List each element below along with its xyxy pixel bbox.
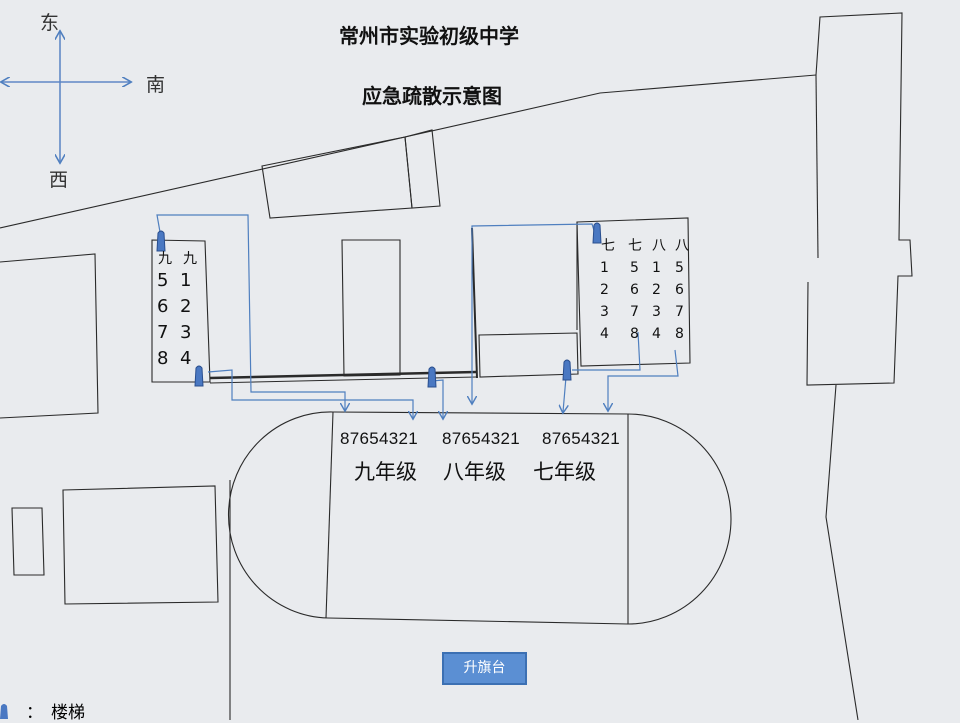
legend: ： 楼梯	[0, 698, 85, 723]
compass-south-label: 西	[49, 169, 69, 191]
seventh-classes-col1: 1 2 3 4	[600, 257, 609, 345]
eighth-header-2: 八	[675, 238, 689, 254]
eighth-classes-col3: 1 2 3 4	[652, 257, 661, 345]
seventh-header-1: 七	[601, 238, 615, 254]
class-number: 4	[652, 326, 661, 342]
flag-platform: 升旗台	[442, 652, 527, 685]
ninth-classes-right: 1 2 3 4	[180, 268, 191, 372]
class-number: 7	[675, 304, 684, 320]
page-subtitle: 应急疏散示意图	[362, 84, 502, 108]
class-number: 1	[600, 260, 609, 276]
ninth-header-right: 九	[183, 251, 197, 267]
class-number: 4	[600, 326, 609, 342]
class-number: 5	[157, 270, 169, 291]
stair-markers	[156, 222, 602, 388]
building-outlines	[0, 12, 913, 720]
class-number: 3	[180, 322, 192, 343]
class-number: 1	[652, 260, 661, 276]
compass-east-label: 南	[146, 74, 166, 96]
seventh-classes-col2: 5 6 7 8	[630, 257, 639, 345]
eighth-grade-label: 八年级	[443, 460, 506, 484]
ninth-assembly-sequence: 87654321	[340, 429, 419, 448]
legend-label: 楼梯	[51, 703, 85, 723]
eighth-assembly-sequence: 87654321	[442, 429, 521, 448]
class-number: 3	[600, 304, 609, 320]
legend-separator: ：	[26, 703, 43, 723]
ninth-grade-label: 九年级	[354, 460, 417, 484]
ninth-classes-left: 5 6 7 8	[157, 268, 168, 372]
class-number: 6	[675, 282, 684, 298]
class-number: 8	[630, 326, 639, 342]
class-number: 6	[157, 296, 169, 317]
compass-lines	[2, 32, 130, 162]
class-number: 8	[675, 326, 684, 342]
class-number: 3	[652, 304, 661, 320]
stair-marker-icon	[0, 703, 8, 719]
class-number: 4	[180, 348, 192, 369]
class-number: 1	[180, 270, 192, 291]
class-number: 5	[630, 260, 639, 276]
class-number: 7	[630, 304, 639, 320]
evacuation-routes	[156, 214, 679, 418]
class-number: 2	[180, 296, 192, 317]
class-number: 5	[675, 260, 684, 276]
class-number: 2	[600, 282, 609, 298]
seventh-header-2: 七	[628, 238, 642, 254]
class-number: 8	[157, 348, 169, 369]
class-number: 2	[652, 282, 661, 298]
eighth-header-1: 八	[652, 238, 666, 254]
class-number: 6	[630, 282, 639, 298]
seventh-grade-label: 七年级	[533, 460, 596, 484]
ninth-header-left: 九	[158, 251, 172, 267]
class-number: 7	[157, 322, 169, 343]
seventh-assembly-sequence: 87654321	[542, 429, 621, 448]
compass-north-label: 东	[40, 12, 60, 34]
page-title: 常州市实验初级中学	[339, 24, 519, 48]
eighth-classes-col4: 5 6 7 8	[675, 257, 684, 345]
